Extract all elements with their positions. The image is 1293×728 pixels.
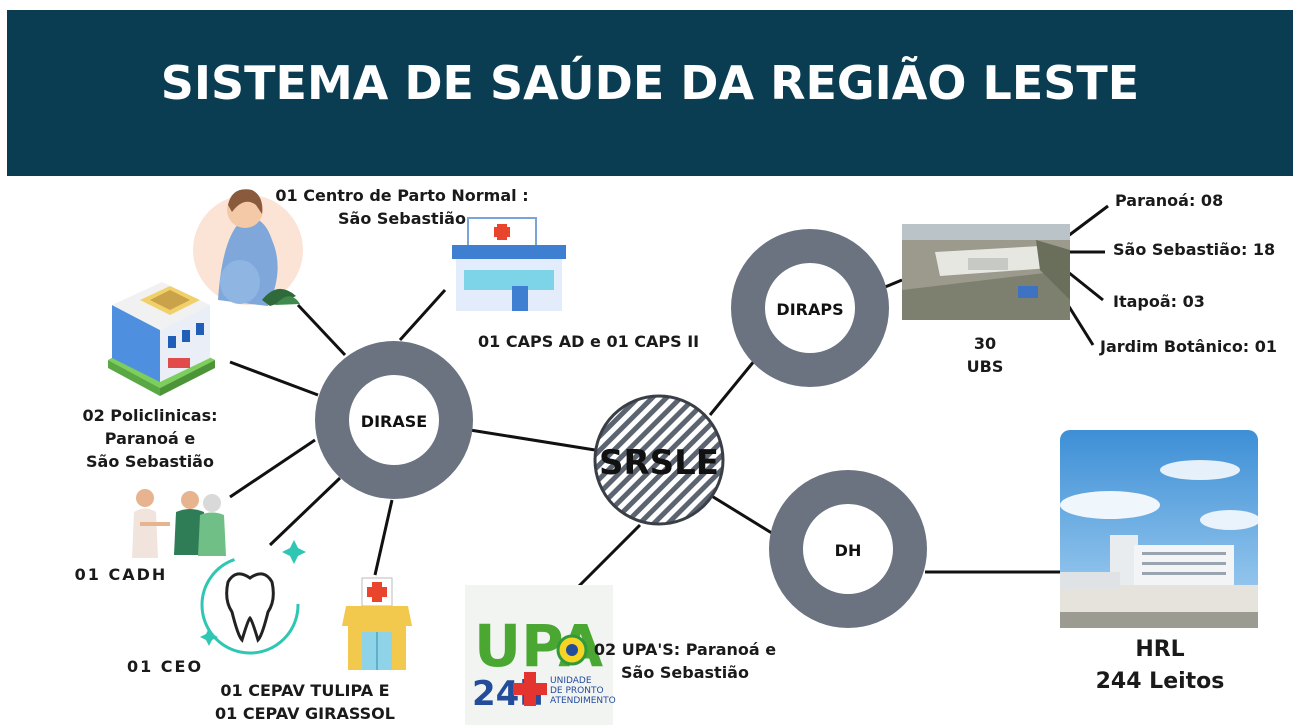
ubs-jardim-label: Jardim Botânico: 01 (1100, 337, 1278, 356)
upa-sub1: UNIDADE (550, 676, 592, 686)
cepav-line2: 01 CEPAV GIRASSOL (215, 704, 395, 723)
upa-sub3: ATENDIMENTO (550, 696, 616, 706)
policlinicas-line3: São Sebastião (86, 452, 214, 471)
line-srsle-dh (709, 493, 776, 537)
line-srsle-dirase (469, 428, 596, 452)
upa-line1: 02 UPA'S: Paranoá e (593, 640, 777, 659)
caps-label: 01 CAPS AD e 01 CAPS II (478, 332, 700, 351)
title-banner: SISTEMA DE SAÚDE DA REGIÃO LESTE (7, 10, 1293, 176)
diraps-node: DIRAPS (731, 229, 889, 387)
ceo-label: 01 CEO (126, 657, 204, 676)
line-ubs-itapoa (1067, 270, 1104, 302)
line-dirase-cepav (373, 499, 394, 576)
page-title: SISTEMA DE SAÚDE DA REGIÃO LESTE (160, 56, 1140, 110)
dirase-label: DIRASE (361, 412, 427, 431)
line-dirase-caps (398, 288, 447, 342)
line-diraps-ubs (884, 278, 903, 289)
hrl-beds: 244 Leitos (1095, 669, 1225, 694)
line-dirase-parto (296, 303, 347, 357)
upa-logo: UPA 24h UNIDADE DE PRONTO ATENDIMENTO (465, 585, 616, 725)
srsle-circle (593, 394, 725, 526)
hrl-hospital-photo (1060, 430, 1260, 628)
dh-label: DH (835, 541, 862, 560)
policlinicas-line1: 02 Policlinicas: (82, 406, 218, 425)
ubs-count-label: 30 UBS (955, 332, 1015, 378)
cepav-store-icon (342, 577, 412, 670)
ubs-aerial-photo (902, 224, 1070, 320)
cadh-label: 01 CADH (74, 565, 168, 584)
line-dirase-policlinicas (229, 360, 319, 397)
caps-building-icon (452, 217, 566, 311)
pregnant-woman-icon (193, 189, 303, 306)
dh-node: DH (769, 470, 927, 628)
ubs-count: 30 (973, 334, 997, 353)
ubs-paranoa-label: Paranoá: 08 (1115, 191, 1224, 210)
dirase-node: DIRASE (315, 341, 473, 499)
diraps-label: DIRAPS (776, 300, 843, 319)
line-dirase-ceo (268, 476, 342, 547)
parto-label-line2: São Sebastião (338, 209, 466, 228)
policlinicas-label: 02 Policlinicas: Paranoá e São Sebastião (70, 404, 230, 473)
line-srsle-diraps (708, 359, 757, 416)
dh-ring (769, 470, 927, 628)
parto-label-line1: 01 Centro de Parto Normal : (275, 186, 529, 205)
laboratory-building-icon (108, 282, 215, 396)
line-ubs-paranoa (1067, 204, 1109, 238)
line-ubs-jardim (1066, 304, 1095, 346)
cepav-label: 01 CEPAV TULIPA E 01 CEPAV GIRASSOL (205, 679, 405, 725)
line-dirase-cadh (229, 438, 316, 499)
upa-sub2: DE PRONTO (550, 686, 604, 696)
ubs-text: UBS (966, 357, 1004, 376)
parto-label: 01 Centro de Parto Normal : São Sebastiã… (272, 184, 532, 230)
policlinicas-line2: Paranoá e (104, 429, 196, 448)
tooth-icon (200, 540, 306, 655)
upa-label: 02 UPA'S: Paranoá e São Sebastião (590, 638, 780, 684)
srsle-label: SRSLE (599, 443, 719, 483)
hrl-name: HRL (1135, 637, 1185, 662)
ubs-itapoa-label: Itapoã: 03 (1113, 292, 1205, 311)
upa-line2: São Sebastião (621, 663, 749, 682)
hrl-label: HRL 244 Leitos (1060, 634, 1260, 698)
dirase-ring (315, 341, 473, 499)
ubs-saosebastiao-label: São Sebastião: 18 (1113, 240, 1276, 259)
cadh-people-icon (132, 489, 226, 558)
cepav-line1: 01 CEPAV TULIPA E (220, 681, 390, 700)
diraps-ring (731, 229, 889, 387)
srsle-node: SRSLE (593, 394, 725, 526)
